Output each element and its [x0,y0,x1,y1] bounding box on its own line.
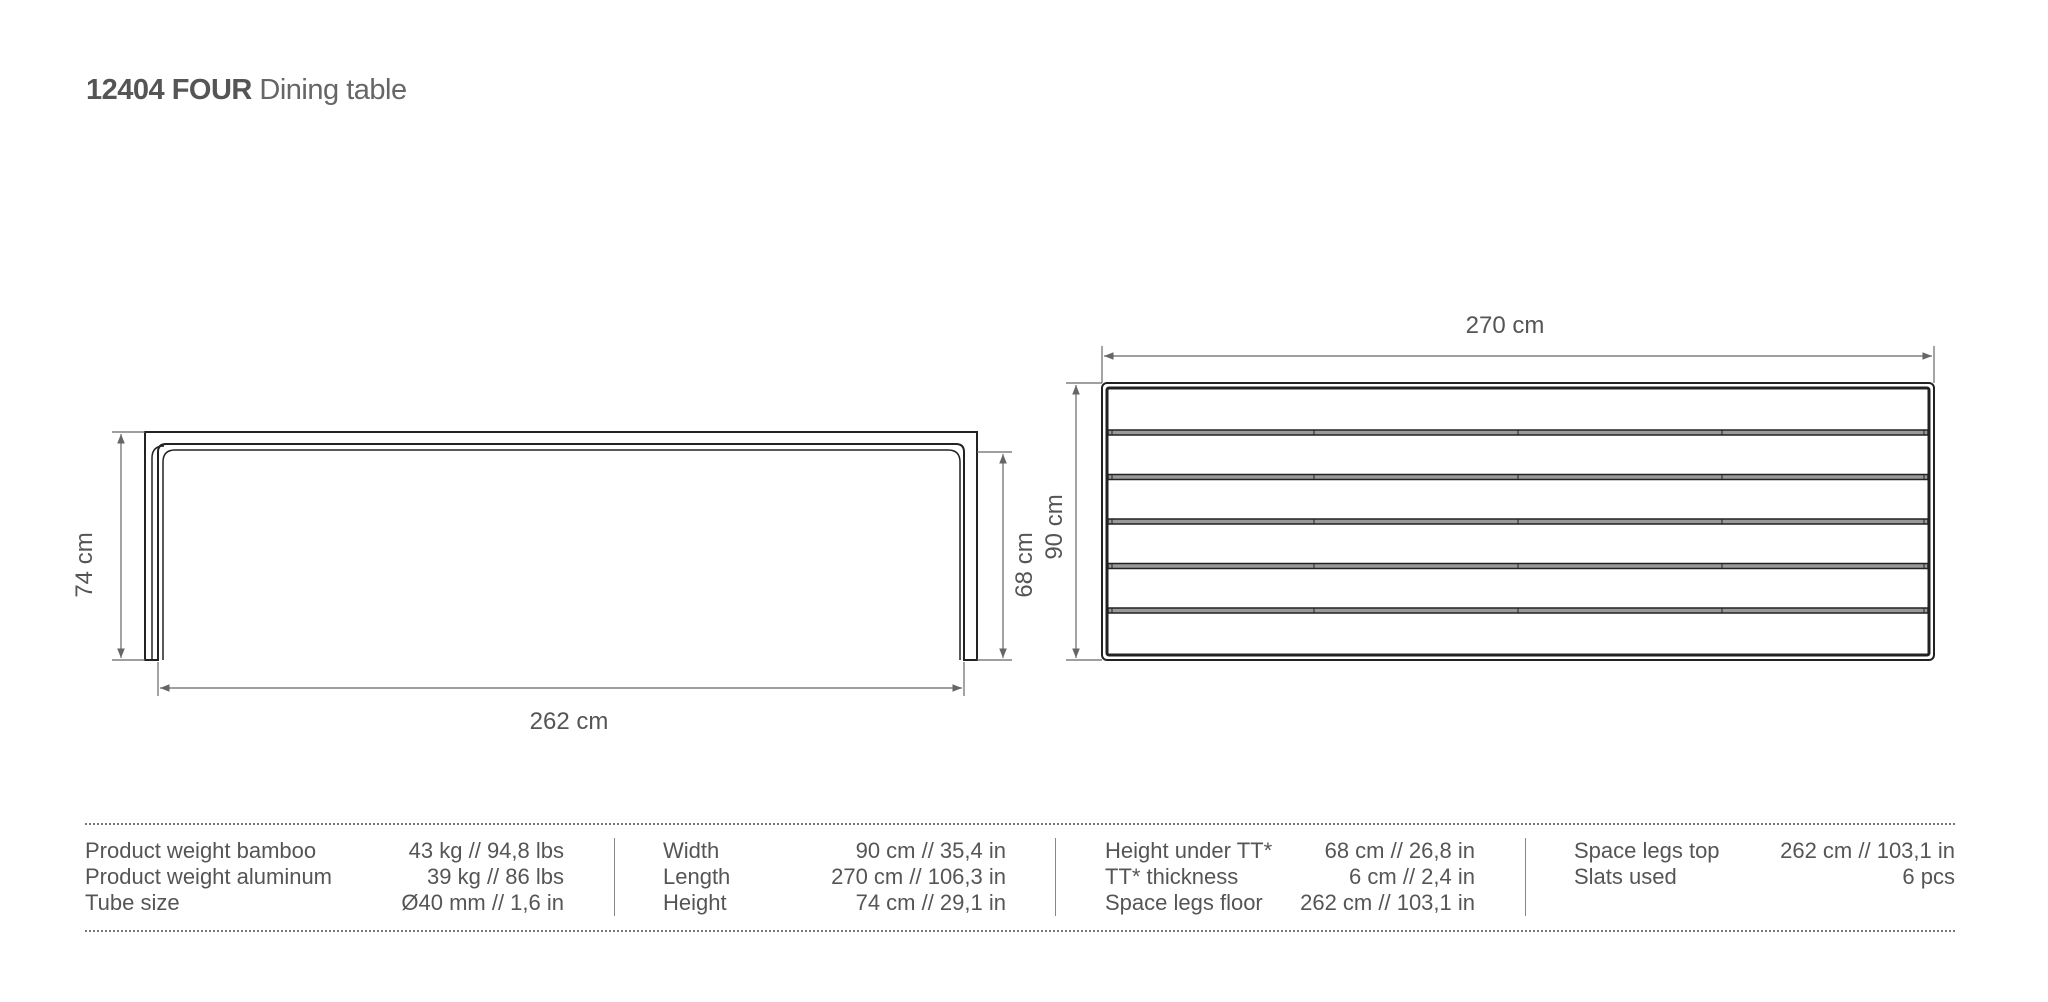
side-view-dimensions [112,431,1012,696]
spec-row: Height 74 cm // 29,1 in [663,890,1006,916]
spec-value: 262 cm // 103,1 in [1300,890,1475,915]
product-code: 12404 FOUR [86,74,252,106]
spec-row: Space legs top 262 cm // 103,1 in [1574,838,1955,864]
spec-label: Product weight bamboo [85,838,317,863]
length-label: 270 cm [1466,312,1545,339]
spec-row: Tube size Ø40 mm // 1,6 in [85,890,564,916]
spec-row: Product weight bamboo 43 kg // 94,8 lbs [85,838,564,864]
spec-label: Tube size [85,890,180,915]
divider-bottom [85,930,1955,932]
spec-value: 6 pcs [1902,864,1955,889]
spec-value: 39 kg // 86 lbs [427,864,564,889]
spec-row: Length 270 cm // 106,3 in [663,864,1006,890]
divider-top [85,823,1955,825]
spec-label: Height under TT* [1105,838,1273,863]
slat-separators [1107,429,1929,614]
spec-row: Slats used 6 pcs [1574,864,1955,890]
specs-column-legs: Space legs top 262 cm // 103,1 in Slats u… [1574,838,1955,890]
legs-space-label: 262 cm [530,708,609,735]
product-name: Dining table [259,74,407,106]
column-divider [1055,838,1056,916]
spec-row: Height under TT* 68 cm // 26,8 in [1105,838,1475,864]
spec-value: 90 cm // 35,4 in [855,838,1006,863]
spec-value: Ø40 mm // 1,6 in [401,890,564,915]
spec-value: 6 cm // 2,4 in [1349,864,1475,889]
spec-label: Slats used [1574,864,1677,889]
spec-row: TT* thickness 6 cm // 2,4 in [1105,864,1475,890]
spec-label: Space legs floor [1105,890,1263,915]
specs-column-tabletop: Height under TT* 68 cm // 26,8 in TT* thi… [1105,838,1475,916]
top-view [1101,382,1935,661]
specs-column-dimensions: Width 90 cm // 35,4 in Length 270 cm // 10… [663,838,1006,916]
spec-label: Length [663,864,731,889]
column-divider [614,838,615,916]
specs-column-weight: Product weight bamboo 43 kg // 94,8 lbs P… [85,838,564,916]
height-label: 74 cm [71,532,98,597]
spec-label: TT* thickness [1105,864,1239,889]
spec-row: Space legs floor 262 cm // 103,1 in [1105,890,1475,916]
spec-label: Width [663,838,720,863]
spec-row: Width 90 cm // 35,4 in [663,838,1006,864]
page-title: 12404 FOUR Dining table [86,74,407,107]
spec-value: 74 cm // 29,1 in [855,890,1006,915]
width-label: 90 cm [1041,494,1068,559]
spec-label: Product weight aluminum [85,864,333,889]
top-view-dimensions [1066,346,1935,661]
side-view [144,431,978,661]
spec-value: 43 kg // 94,8 lbs [408,838,564,863]
height-under-label: 68 cm [1011,532,1038,597]
spec-label: Space legs top [1574,838,1720,863]
spec-row: Product weight aluminum 39 kg // 86 lbs [85,864,564,890]
column-divider [1525,838,1526,916]
spec-value: 270 cm // 106,3 in [831,864,1006,889]
spec-value: 68 cm // 26,8 in [1324,838,1475,863]
spec-value: 262 cm // 103,1 in [1780,838,1955,863]
spec-label: Height [663,890,727,915]
